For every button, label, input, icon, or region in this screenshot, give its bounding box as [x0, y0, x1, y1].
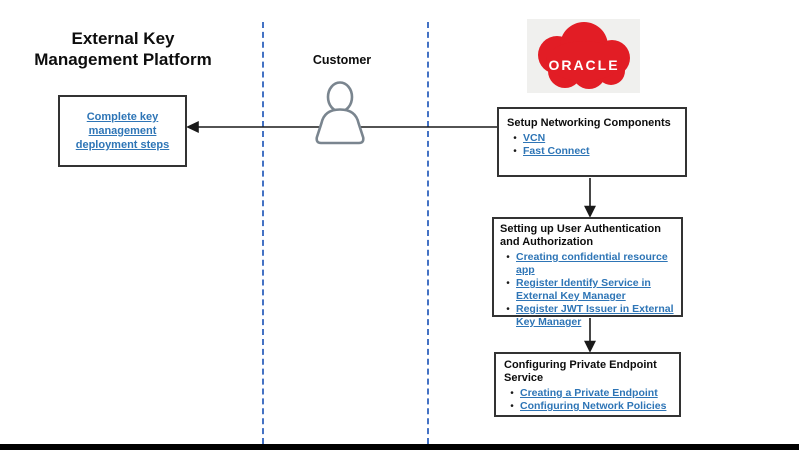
bullet-icon: • — [506, 278, 510, 289]
page-title: External Key Management Platform — [34, 29, 212, 69]
list-item: • VCN — [507, 132, 678, 145]
customer-icon — [314, 81, 366, 145]
setup-networking-list: • VCN • Fast Connect — [507, 132, 678, 158]
list-item: • Fast Connect — [507, 145, 678, 158]
deployment-steps-link[interactable]: Complete key management deployment steps — [75, 111, 170, 151]
oracle-logo: ORACLE — [527, 19, 640, 93]
list-item: • Register Identify Service in External … — [500, 277, 676, 303]
bullet-icon: • — [510, 388, 514, 399]
bullet-icon: • — [510, 401, 514, 412]
jwt-issuer-link[interactable]: Register JWT Issuer in External Key Mana… — [516, 303, 674, 328]
creating-private-endpoint-link[interactable]: Creating a Private Endpoint — [520, 387, 658, 399]
bullet-icon: • — [506, 304, 510, 315]
arrow-to-platform-head — [186, 121, 199, 133]
private-endpoint-title: Configuring Private Endpoint Service — [504, 359, 657, 384]
user-auth-title: Setting up User Authentication and Autho… — [500, 223, 661, 248]
person-icon — [315, 81, 365, 145]
user-auth-box: Setting up User Authentication and Autho… — [492, 217, 683, 328]
private-endpoint-box: Configuring Private Endpoint Service • C… — [494, 352, 681, 417]
user-auth-list: • Creating confidential resource app • R… — [500, 251, 676, 329]
confidential-resource-app-link[interactable]: Creating confidential resource app — [516, 251, 668, 276]
fast-connect-link[interactable]: Fast Connect — [523, 145, 590, 157]
lane-divider-left — [262, 22, 264, 444]
list-item: • Creating a Private Endpoint — [504, 387, 673, 400]
list-item: • Register JWT Issuer in External Key Ma… — [500, 303, 676, 329]
oracle-wordmark: ORACLE — [548, 57, 619, 73]
oracle-cloud-icon: ORACLE — [538, 22, 630, 89]
key-management-box: Complete key management deployment steps — [58, 95, 187, 167]
bullet-icon: • — [506, 252, 510, 263]
setup-networking-title: Setup Networking Components — [507, 117, 671, 129]
network-policies-link[interactable]: Configuring Network Policies — [520, 400, 667, 412]
customer-label: Customer — [312, 53, 372, 67]
private-endpoint-list: • Creating a Private Endpoint • Configur… — [504, 387, 673, 413]
setup-networking-box: Setup Networking Components • VCN • Fast… — [497, 107, 687, 177]
bottom-border-bar — [0, 444, 799, 450]
identify-service-link[interactable]: Register Identify Service in External Ke… — [516, 277, 651, 302]
bullet-icon: • — [513, 133, 517, 144]
list-item: • Creating confidential resource app — [500, 251, 676, 277]
arrow-auth-to-endpoint-head — [584, 340, 596, 353]
list-item: • Configuring Network Policies — [504, 400, 673, 413]
vcn-link[interactable]: VCN — [523, 132, 546, 144]
arrow-setup-to-auth-head — [584, 205, 596, 218]
bullet-icon: • — [513, 146, 517, 157]
lane-divider-right — [427, 22, 429, 444]
